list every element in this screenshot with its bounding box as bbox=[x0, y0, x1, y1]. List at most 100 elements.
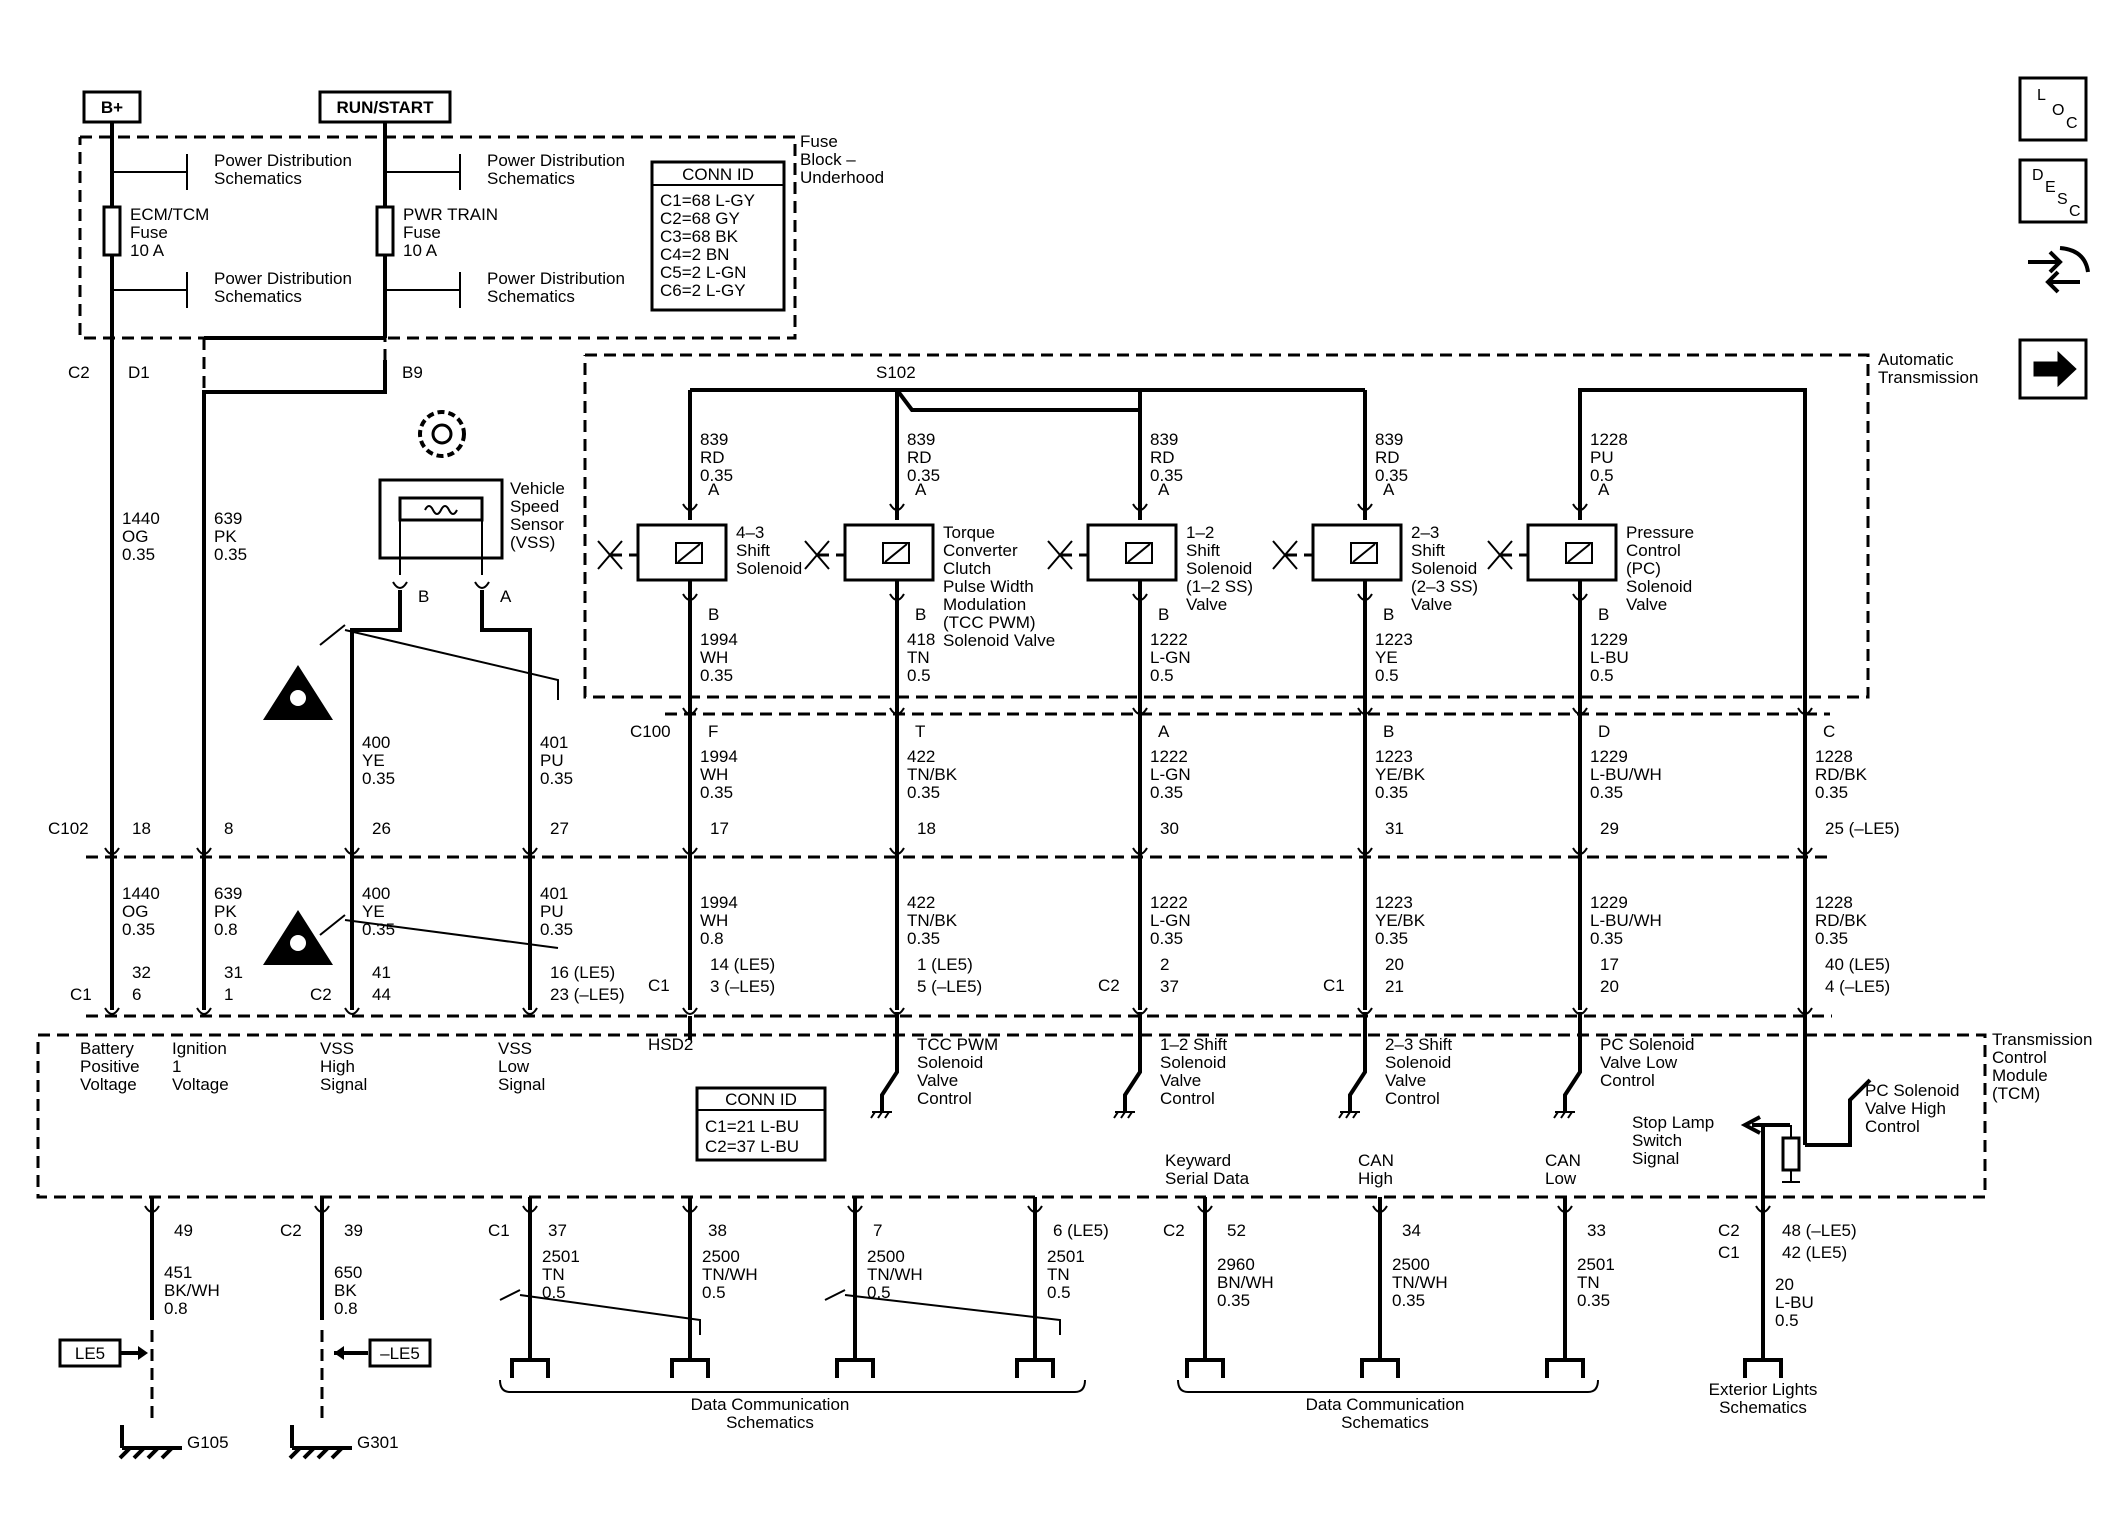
option-label: –LE5 bbox=[380, 1344, 420, 1363]
solenoid-return-wire-label: 0.5 bbox=[1375, 666, 1399, 685]
c100-pin: D bbox=[1598, 722, 1610, 741]
solenoid-return-wire-label: 1222 bbox=[1150, 630, 1188, 649]
fuse-conn-id-entry: C5=2 L-GN bbox=[660, 263, 746, 282]
data-comm-wire-label: 0.5 bbox=[702, 1283, 726, 1302]
solenoid-pin-a-cavity bbox=[1132, 503, 1148, 511]
exterior-lights-label: Exterior Lights bbox=[1709, 1380, 1818, 1399]
harness-wire-label: TN/BK bbox=[907, 911, 958, 930]
tcm-pin: 31 bbox=[224, 963, 243, 982]
tcm-cavity bbox=[1797, 1007, 1813, 1015]
solenoid-body-5 bbox=[1526, 523, 1618, 582]
can-high-label: CAN bbox=[1358, 1151, 1394, 1170]
solenoid-body-1 bbox=[636, 523, 728, 582]
data-comm-label: Data Communication bbox=[1306, 1395, 1465, 1414]
solenoid-label: (2–3 SS) bbox=[1411, 577, 1478, 596]
harness-wire-label: 0.35 bbox=[907, 783, 940, 802]
solenoid-feed-wire-label: 839 bbox=[1375, 430, 1403, 449]
tcm-circuit-label: Control bbox=[1160, 1089, 1215, 1108]
solenoid-feed-wire-label: RD bbox=[700, 448, 725, 467]
tcm-circuit-label: High bbox=[320, 1057, 355, 1076]
pwr-train-fuse-label: 10 A bbox=[403, 241, 438, 260]
tcm-pin: 1 (LE5) bbox=[917, 955, 973, 974]
tcm-circuit-label: Control bbox=[1865, 1117, 1920, 1136]
solenoid-coil-icon bbox=[675, 542, 703, 564]
harness-wire-label: TN/BK bbox=[907, 765, 958, 784]
harness-wire-label: L-BU/WH bbox=[1590, 911, 1662, 930]
stop-lamp-bracket bbox=[1743, 1358, 1783, 1378]
tcm-pin: 16 (LE5) bbox=[550, 963, 615, 982]
data-comm-brace bbox=[499, 1379, 1086, 1393]
harness-wire-label: PU bbox=[540, 751, 564, 770]
harness-wire-label: 0.35 bbox=[1375, 929, 1408, 948]
can-high-label: High bbox=[1358, 1169, 1393, 1188]
harness-wire-label: 400 bbox=[362, 884, 390, 903]
harness-wire-label: 1228 bbox=[1815, 893, 1853, 912]
tcm-pin: 4 (–LE5) bbox=[1825, 977, 1890, 996]
keyword-serial-data-label: Keyward bbox=[1165, 1151, 1231, 1170]
c102-pin: 30 bbox=[1160, 819, 1179, 838]
power-distribution-label: Schematics bbox=[487, 169, 575, 188]
data-comm-bracket bbox=[670, 1358, 710, 1378]
right-arrow-icon[interactable] bbox=[2033, 350, 2077, 388]
c102-pin: 27 bbox=[550, 819, 569, 838]
stop-lamp-wire-label: 20 bbox=[1775, 1275, 1794, 1294]
connector-view-icon[interactable] bbox=[2028, 246, 2090, 294]
stop-lamp-resistor bbox=[1781, 1136, 1801, 1172]
power-distribution-tap bbox=[112, 154, 188, 190]
power-distribution-label: Schematics bbox=[214, 287, 302, 306]
harness-wire-label: 0.35 bbox=[540, 920, 573, 939]
ground-wire-label: 451 bbox=[164, 1263, 192, 1282]
pwr-train-fuse-label: Fuse bbox=[403, 223, 441, 242]
ground-pin: 49 bbox=[174, 1221, 193, 1240]
solenoid-return-wire-label: L-GN bbox=[1150, 648, 1191, 667]
stop-lamp-wire-label: L-BU bbox=[1775, 1293, 1814, 1312]
harness-wire-label: PU bbox=[540, 902, 564, 921]
stop-lamp-cavity bbox=[1755, 1205, 1771, 1213]
data-comm-cavity bbox=[1372, 1205, 1388, 1213]
vss-label: Sensor bbox=[510, 515, 564, 534]
harness-wire-label: 0.35 bbox=[1590, 783, 1623, 802]
harness-wire-label: 1440 bbox=[122, 884, 160, 903]
loc-icon[interactable] bbox=[2018, 76, 2088, 142]
c102-cavity bbox=[1132, 847, 1148, 855]
stop-lamp-wire-label: 0.5 bbox=[1775, 1311, 1799, 1330]
harness-wire-label: 1228 bbox=[1815, 747, 1853, 766]
harness-wire-label: 1994 bbox=[700, 747, 738, 766]
arrow-left-icon bbox=[334, 1346, 344, 1360]
stop-lamp-label: Stop Lamp bbox=[1632, 1113, 1714, 1132]
desc-icon[interactable] bbox=[2018, 158, 2088, 224]
solenoid-coil-slash bbox=[1127, 543, 1151, 563]
gear-icon-hub bbox=[431, 423, 453, 445]
tcm-conn-id-title: CONN ID bbox=[725, 1090, 797, 1109]
ground-icon bbox=[118, 1425, 182, 1460]
ground-name-label: G105 bbox=[187, 1433, 229, 1452]
solenoid-pin-a: A bbox=[1158, 480, 1170, 499]
c102-pin: 26 bbox=[372, 819, 391, 838]
data-comm-wire-label: 2501 bbox=[1047, 1247, 1085, 1266]
tcm-circuit-label: Signal bbox=[498, 1075, 545, 1094]
warning-icon-dot bbox=[290, 690, 306, 706]
vss-pin-b: B bbox=[418, 587, 429, 606]
c102-cavity bbox=[1357, 847, 1373, 855]
c102-label: C102 bbox=[48, 819, 89, 838]
data-comm-wire-label: TN bbox=[542, 1265, 565, 1284]
solenoid-return-wire-label: 0.5 bbox=[907, 666, 931, 685]
keyword-serial-data-label: Serial Data bbox=[1165, 1169, 1250, 1188]
solenoid-feed-wire-label: PU bbox=[1590, 448, 1614, 467]
tcm-cavity bbox=[344, 1007, 360, 1015]
solenoid-coil-slash bbox=[1567, 543, 1591, 563]
harness-wire-label: L-BU/WH bbox=[1590, 765, 1662, 784]
c102-pin: 8 bbox=[224, 819, 233, 838]
ground-wire-label: 0.8 bbox=[334, 1299, 358, 1318]
tcm-pin: 23 (–LE5) bbox=[550, 985, 625, 1004]
solenoid-feed-wire-label: 0.35 bbox=[1150, 466, 1183, 485]
tcm-circuit-label: VSS bbox=[498, 1039, 532, 1058]
can-low-label: Low bbox=[1545, 1169, 1577, 1188]
tcm-ground-icon bbox=[1553, 1111, 1575, 1119]
vss-label: (VSS) bbox=[510, 533, 555, 552]
solenoid-pin-b: B bbox=[708, 605, 719, 624]
tcm-pin: 5 (–LE5) bbox=[917, 977, 982, 996]
data-comm-wire-label: 0.5 bbox=[542, 1283, 566, 1302]
power-distribution-tap bbox=[385, 154, 461, 190]
harness-wire-label: RD/BK bbox=[1815, 911, 1868, 930]
